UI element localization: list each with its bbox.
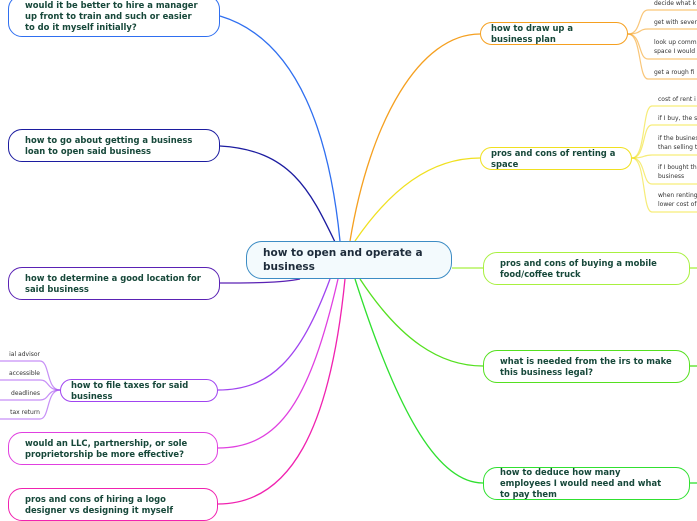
topic-label: pros and cons of hiring a logo designer … <box>25 493 173 515</box>
subtopic-connector <box>627 28 697 35</box>
subtopic[interactable]: tax return <box>10 409 40 416</box>
subtopic[interactable]: when renting lower cost of <box>658 192 697 208</box>
subtopic-connector <box>631 157 697 213</box>
topic-business-plan[interactable]: how to draw up a business plan <box>480 22 628 45</box>
subtopic-connector <box>0 379 61 391</box>
central-topic[interactable]: how to open and operate a business <box>246 241 452 279</box>
topic-label: how to file taxes for said business <box>71 379 189 401</box>
topic-label: would an LLC, partnership, or sole propr… <box>25 437 188 459</box>
topic-label: pros and cons of renting a space <box>491 147 616 169</box>
topic-label: pros and cons of buying a mobile food/co… <box>500 257 657 279</box>
topic-mobile-truck[interactable]: pros and cons of buying a mobile food/co… <box>483 252 690 285</box>
subtopic[interactable]: get a rough fi <box>654 69 695 76</box>
subtopic[interactable]: cost of rent i <box>658 96 696 103</box>
topic-renting-space[interactable]: pros and cons of renting a space <box>480 147 632 170</box>
subtopic-connector <box>0 360 61 391</box>
topic-label: how to deduce how many employees I would… <box>500 467 662 499</box>
subtopic-connector <box>631 124 697 159</box>
topic-label: how to determine a good location for sai… <box>25 272 201 294</box>
subtopic[interactable]: decide what k <box>654 0 696 7</box>
subtopic-connector <box>627 33 697 80</box>
subtopic[interactable]: if I bought th business <box>658 164 697 180</box>
topic-business-loan[interactable]: how to go about getting a business loan … <box>8 129 220 162</box>
topic-llc[interactable]: would an LLC, partnership, or sole propr… <box>8 432 218 465</box>
subtopic-connector <box>0 389 61 420</box>
subtopic[interactable]: look up comm space I would <box>654 39 697 55</box>
topic-label: how to draw up a business plan <box>491 22 573 44</box>
topic-irs[interactable]: what is needed from the irs to make this… <box>483 350 690 383</box>
subtopic[interactable]: if I buy, the s <box>658 115 697 122</box>
topic-label: would it be better to hire a manager up … <box>25 0 198 32</box>
subtopic-connector <box>631 154 697 159</box>
topic-logo-designer[interactable]: pros and cons of hiring a logo designer … <box>8 488 218 521</box>
topic-label: how to go about getting a business loan … <box>25 134 193 156</box>
topic-label: what is needed from the irs to make this… <box>500 355 672 377</box>
subtopic[interactable]: deadlines <box>11 390 40 397</box>
topic-taxes[interactable]: how to file taxes for said business <box>60 379 218 402</box>
subtopic[interactable]: accessible <box>8 370 40 377</box>
subtopic[interactable]: ial advisor <box>9 351 40 358</box>
topic-hire-manager[interactable]: would it be better to hire a manager up … <box>8 0 220 37</box>
topic-location[interactable]: how to determine a good location for sai… <box>8 267 220 300</box>
central-topic-label: how to open and operate a business <box>263 247 423 273</box>
topic-employees[interactable]: how to deduce how many employees I would… <box>483 467 690 500</box>
subtopic[interactable]: if the busines than selling t <box>658 135 697 151</box>
subtopic-connector <box>627 9 697 35</box>
subtopic[interactable]: get with sever <box>654 19 697 26</box>
